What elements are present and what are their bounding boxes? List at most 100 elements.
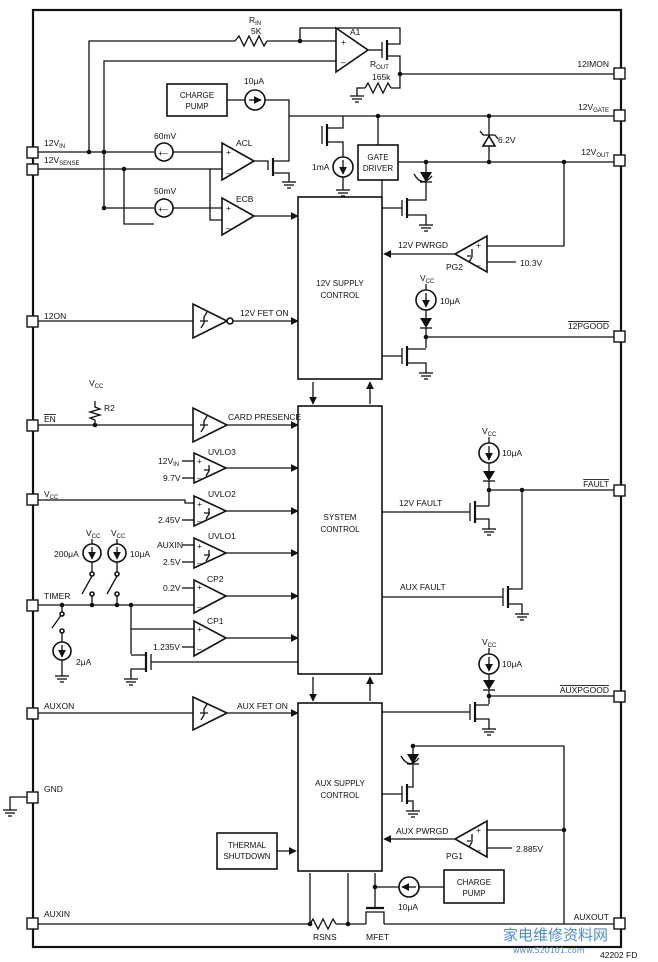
acl-label: ACL — [236, 138, 253, 148]
label-en: EN — [44, 414, 56, 424]
pin-12vin — [26, 146, 39, 159]
uvlo1-label: UVLO1 — [208, 531, 236, 541]
rin-label: RIN — [249, 15, 261, 27]
pin-12pgood — [613, 330, 626, 343]
aux-pwrgd-label: AUX PWRGD — [396, 826, 448, 836]
thermal-label-1: THERMAL — [228, 841, 267, 850]
label-auxout: AUXOUT — [574, 912, 609, 922]
svg-text:+–: +– — [158, 148, 168, 158]
charge-pump-top-label-2: PUMP — [185, 102, 208, 111]
input-wiring: +– +– 60mV 50mV + – ACL + – ECB — [38, 131, 299, 237]
block-gate-driver — [357, 144, 399, 181]
pin-vcc — [26, 493, 39, 506]
aux-fet-on: AUX FET ON — [237, 701, 288, 711]
label-timer: TIMER — [44, 591, 70, 601]
uvlo3-in: 12VIN — [158, 456, 179, 468]
i-2ua: 2μA — [76, 657, 92, 667]
block-aux-supply-label-1: AUX SUPPLY — [315, 779, 365, 788]
uvlo1-ref: 2.5V — [163, 557, 181, 567]
charge-pump-bot-current: 10μA — [398, 902, 418, 912]
svg-text:+: + — [197, 499, 202, 509]
i-10ua-c: 10μA — [130, 549, 150, 559]
cp1-label: CP1 — [207, 616, 224, 626]
charge-pump-bot-label-1: CHARGE — [457, 878, 491, 887]
svg-text:–: – — [197, 644, 202, 654]
uvlo3-label: UVLO3 — [208, 447, 236, 457]
buffer-auxon — [192, 695, 229, 732]
svg-text:–: – — [476, 260, 481, 270]
svg-text:+–: +– — [158, 204, 168, 214]
uvlo3-ref: 9.7V — [163, 473, 181, 483]
a1-label: A1 — [350, 27, 361, 37]
pin-timer — [26, 599, 39, 612]
svg-text:+: + — [197, 582, 202, 592]
auxin-section: RSNS MFET 10μA — [38, 873, 614, 942]
uvlo-section: + – UVLO3 12VIN 9.7V + – UVLO2 2.45V + –… — [38, 447, 299, 570]
pin-12vgate — [613, 109, 626, 122]
svg-text:–: – — [226, 223, 231, 233]
block-12v-supply-label-2: CONTROL — [320, 291, 360, 300]
svg-text:+: + — [197, 541, 202, 551]
label-12vin: 12VIN — [44, 138, 65, 150]
svg-text:+: + — [197, 456, 202, 466]
pg1-label: PG1 — [446, 851, 463, 861]
12v-pwrgd-label: 12V PWRGD — [398, 240, 448, 250]
rout-value: 165k — [372, 72, 391, 82]
svg-text:+: + — [476, 825, 481, 835]
block-thermal-shutdown — [216, 832, 278, 870]
comparator-uvlo2 — [193, 494, 228, 528]
pg2-label: PG2 — [446, 262, 463, 272]
zener-voltage: 6.2V — [498, 135, 516, 145]
chip-outline — [31, 8, 623, 949]
aux-output-section: + – 2.885V PG1 AUX PWRGD — [382, 743, 567, 924]
charge-pump-top-section: 10μA — [227, 76, 614, 145]
svg-text:–: – — [197, 473, 202, 483]
comparator-ecb — [221, 196, 256, 237]
svg-text:+: + — [197, 624, 202, 634]
pin-gnd — [26, 791, 39, 804]
svg-text:–: – — [197, 558, 202, 568]
comparator-pg1 — [453, 819, 488, 859]
r2-label: R2 — [104, 403, 115, 413]
rin-value: 5K — [251, 26, 262, 36]
i-10ua-a: 10μA — [440, 296, 460, 306]
uvlo2-label: UVLO2 — [208, 489, 236, 499]
pin-en — [26, 419, 39, 432]
acl-offset: 60mV — [154, 131, 177, 141]
block-system-label-2: CONTROL — [320, 525, 360, 534]
pin-auxpgood — [613, 690, 626, 703]
12v-fault: 12V FAULT — [399, 498, 442, 508]
svg-text:+: + — [341, 37, 346, 47]
charge-pump-current: 10μA — [244, 76, 264, 86]
pin-auxin — [26, 917, 39, 930]
aux-fault: AUX FAULT — [400, 582, 446, 592]
label-12vout: 12VOUT — [581, 147, 609, 159]
block-12v-supply-label-1: 12V SUPPLY — [316, 279, 364, 288]
label-auxon: AUXON — [44, 701, 74, 711]
block-interconnect-arrows — [309, 381, 374, 702]
12on-section: 12V FET ON — [38, 302, 299, 340]
label-12imon: 12IMON — [577, 59, 609, 69]
watermark-url: www.520101.com — [513, 946, 585, 955]
figure-code: 42202 FD — [600, 950, 637, 960]
timer-section: VCC VCC 200μA 10μA 2μA — [38, 528, 299, 686]
pin-12vout — [613, 154, 626, 167]
right-pins — [613, 67, 626, 930]
pin-12vsense — [26, 163, 39, 176]
buffer-card-presence — [192, 406, 229, 444]
block-system-label-1: SYSTEM — [324, 513, 357, 522]
vcc-e: VCC — [482, 637, 497, 649]
svg-text:–: – — [341, 57, 346, 67]
gate-out-section: 6.2V + – 10.3V PG2 12V PWRGD — [381, 116, 614, 274]
sink-1ma: 1mA — [312, 162, 330, 172]
ecb-offset: 50mV — [154, 186, 177, 196]
comparator-pg2 — [453, 234, 488, 274]
vcc-b: VCC — [482, 426, 497, 438]
i-10ua-b: 10μA — [502, 448, 522, 458]
buffer-12on — [192, 302, 229, 340]
pin-12on — [26, 315, 39, 328]
vcc-r2: VCC — [89, 378, 104, 390]
imon-section: + – A1 RIN 5K ROUT 165k — [88, 15, 614, 152]
12pgood-section: VCC 10μA — [382, 273, 614, 380]
